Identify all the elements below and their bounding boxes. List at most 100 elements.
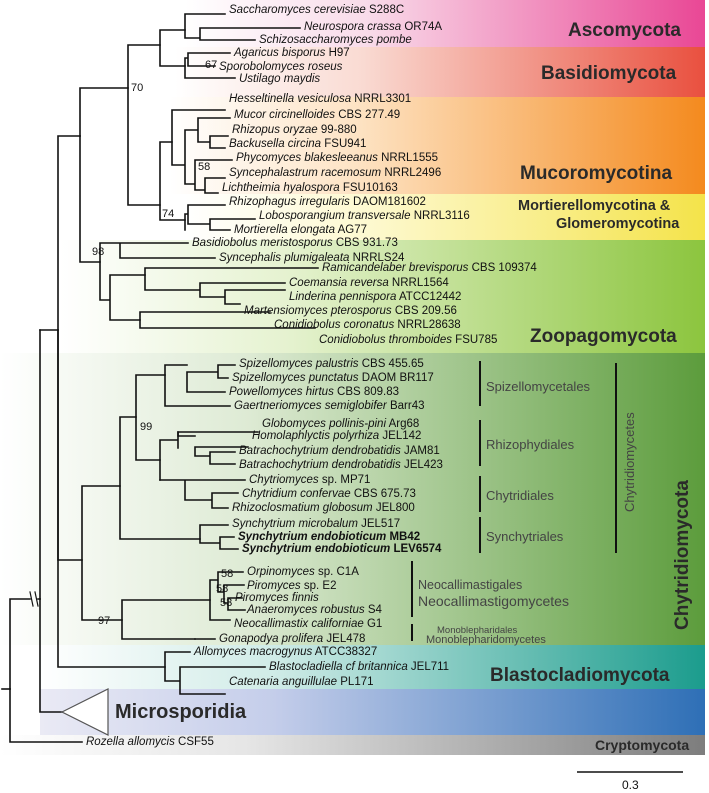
order-label-monoblepharidales: Monoblepharidales xyxy=(437,625,518,636)
taxon-label: Conidiobolus coronatus NRRL28638 xyxy=(274,319,461,331)
taxon-label: Ustilago maydis xyxy=(239,73,321,85)
group-label-glomeromycotina: Glomeromycotina xyxy=(556,216,680,232)
bootstrap-value: 58 xyxy=(198,161,211,173)
scale-bar-label: 0.3 xyxy=(622,778,639,792)
order-label-neocallimastigomycetes: Neocallimastigomycetes xyxy=(418,593,569,609)
group-label-blastocladiomycota: Blastocladiomycota xyxy=(490,665,670,686)
taxon-label: Rhizopus oryzae 99-880 xyxy=(232,124,357,136)
branch-zoo-stem xyxy=(79,135,101,263)
group-label-chytridiomycota: Chytridiomycota xyxy=(672,480,693,630)
taxon-label: Saccharomyces cerevisiae S288C xyxy=(229,4,405,16)
taxon-label: Gonapodya prolifera JEL478 xyxy=(219,633,366,645)
branch-chytrid-stem xyxy=(57,329,83,561)
taxon-label: Hesseltinella vesiculosa NRRL3301 xyxy=(229,93,412,105)
branch-neo-mono xyxy=(121,599,211,640)
branch-neo-node xyxy=(209,571,246,621)
taxon-label: Basidiobolus meristosporus CBS 931.73 xyxy=(192,237,398,249)
order-label-spizellomycetales: Spizellomycetales xyxy=(486,379,591,394)
taxon-label: Piromyces finnis xyxy=(235,592,319,604)
taxon-label: Backusella circina FSU941 xyxy=(229,138,367,150)
branch-dikarya xyxy=(159,29,186,67)
taxon-label: Sporobolomyces roseus xyxy=(219,61,343,73)
order-label-synchytriales: Synchytriales xyxy=(486,529,564,544)
branch-mucoro xyxy=(159,141,186,221)
bootstrap-value: 58 xyxy=(221,568,234,580)
taxon-label: Rhizoclosmatium globosum JEL800 xyxy=(232,502,415,514)
taxon-label: Neocallimastix californiae G1 xyxy=(234,618,383,630)
branch-mortierello xyxy=(184,204,256,231)
bootstrap-value: 67 xyxy=(205,59,218,71)
band-ascomycota xyxy=(185,0,705,47)
branch-dik-muc xyxy=(79,87,129,137)
taxon-label: Syncephalis plumigaleata NRRLS24 xyxy=(219,252,405,264)
branch-ramicandelaber xyxy=(144,267,319,305)
band-chytridiomycota xyxy=(0,353,705,645)
taxon-label-highlight: Synchytrium endobioticum MB42 xyxy=(238,531,421,543)
taxon-label: Batrachochytrium dendrobatidis JAM81 xyxy=(239,445,440,457)
taxon-label: Spizellomyces palustris CBS 455.65 xyxy=(239,358,424,370)
branch-rhizo-stem xyxy=(159,431,179,481)
group-label-ascomycota: Ascomycota xyxy=(568,20,681,41)
taxon-label: Synchytrium microbalum JEL517 xyxy=(232,518,401,530)
order-label-rhizophydiales: Rhizophydiales xyxy=(486,437,575,452)
branch-blasto-node xyxy=(164,651,266,695)
group-label-microsporidia: Microsporidia xyxy=(115,701,247,723)
band-basidiomycota xyxy=(175,47,705,97)
branch-break xyxy=(29,591,39,607)
branch-chytridiomycetes xyxy=(119,416,201,540)
branch-dikarya-zoo xyxy=(57,135,81,331)
taxon-label: Blastocladiella cf britannica JEL711 xyxy=(269,661,450,673)
group-label-cryptomycota: Cryptomycota xyxy=(595,737,690,753)
taxon-label: Linderina pennispora ATCC12442 xyxy=(289,291,462,303)
branch-mucoromycotina xyxy=(171,109,233,194)
branch-spizello xyxy=(164,364,236,407)
bootstrap-value: 70 xyxy=(131,82,144,94)
taxon-label: Schizosaccharomyces pombe xyxy=(259,34,412,46)
group-label-basidiomycota: Basidiomycota xyxy=(541,63,677,84)
taxon-label: Rozella allomycis CSF55 xyxy=(86,736,214,748)
taxon-label: Rhizophagus irregularis DAOM181602 xyxy=(229,196,426,208)
branch-conidiobolus xyxy=(139,311,316,329)
bootstrap-value: 58 xyxy=(216,583,229,595)
taxon-label: Lichtheimia hyalospora FSU10163 xyxy=(222,182,398,194)
bootstrap-value: 53 xyxy=(220,597,233,609)
bootstrap-value: 97 xyxy=(98,615,111,627)
group-label-zoopagomycota: Zoopagomycota xyxy=(530,326,677,347)
taxon-label: Spizellomyces punctatus DAOM BR117 xyxy=(232,372,434,384)
branch-chytrid-inner xyxy=(135,374,166,461)
branch-asco xyxy=(184,13,301,41)
branch-main-stem xyxy=(9,598,41,690)
taxon-label: Coemansia reversa NRRL1564 xyxy=(289,277,449,289)
branch-chytrid-node xyxy=(81,485,123,621)
branch-main-node xyxy=(39,598,63,713)
taxon-label: Batrachochytrium dendrobatidis JEL423 xyxy=(239,459,443,471)
taxon-label: Martensiomyces pterosporus CBS 209.56 xyxy=(244,305,457,317)
order-label-monoblepharidomycetes: Monoblepharidomycetes xyxy=(426,634,546,646)
bootstrap-value: 74 xyxy=(162,208,175,220)
taxon-label: Neurospora crassa OR74A xyxy=(304,21,443,33)
taxon-label: Conidiobolus thromboides FSU785 xyxy=(319,334,498,346)
branch-dik-muc-node xyxy=(127,44,161,206)
taxon-label: Anaeromyces robustus S4 xyxy=(247,604,382,616)
band-mortierellomycotina xyxy=(185,194,705,240)
taxon-label-highlight: Synchytrium endobioticum LEV6574 xyxy=(242,543,442,555)
microsporidia-triangle xyxy=(60,688,109,736)
order-brackets xyxy=(411,361,617,641)
group-label-mucoromycotina: Mucoromycotina xyxy=(520,163,673,184)
taxon-label: Allomyces macrogynus ATCC38327 xyxy=(194,646,378,658)
taxon-label: Catenaria anguillulae PL171 xyxy=(229,676,374,688)
branch-basidio xyxy=(184,52,236,79)
order-label-neocallimastigales: Neocallimastigales xyxy=(418,578,523,592)
taxon-label: Chytridium confervae CBS 675.73 xyxy=(242,488,416,500)
class-label-chytridiomycetes: Chytridiomycetes xyxy=(622,412,637,512)
taxon-label: Homolaphlyctis polyrhiza JEL142 xyxy=(252,430,422,442)
taxon-label: Agaricus bisporus H97 xyxy=(234,47,350,59)
taxon-label: Gaertneriomyces semiglobifer Barr43 xyxy=(234,400,425,412)
branch-root xyxy=(9,688,83,743)
taxon-label: Piromyces sp. E2 xyxy=(247,580,337,592)
branch-zoo-node xyxy=(99,242,216,321)
taxon-label: Mucor circinelloides CBS 277.49 xyxy=(234,109,401,121)
group-label-mortierellomycotina: Mortierellomycotina & xyxy=(518,198,671,214)
branch-chytridiales xyxy=(159,479,246,509)
taxon-label: Powellomyces hirtus CBS 809.83 xyxy=(229,386,400,398)
